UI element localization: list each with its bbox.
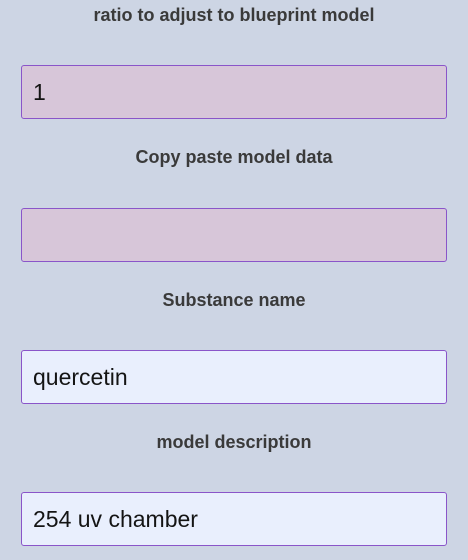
- substance-name-input[interactable]: [21, 350, 447, 404]
- substance-name-label: Substance name: [162, 290, 306, 310]
- ratio-input[interactable]: [21, 65, 447, 119]
- model-description-label: model description: [156, 432, 312, 452]
- paste-model-data-input[interactable]: [21, 208, 447, 262]
- paste-model-data-label: Copy paste model data: [135, 147, 333, 167]
- model-description-input[interactable]: [21, 492, 447, 546]
- ratio-label: ratio to adjust to blueprint model: [93, 5, 375, 25]
